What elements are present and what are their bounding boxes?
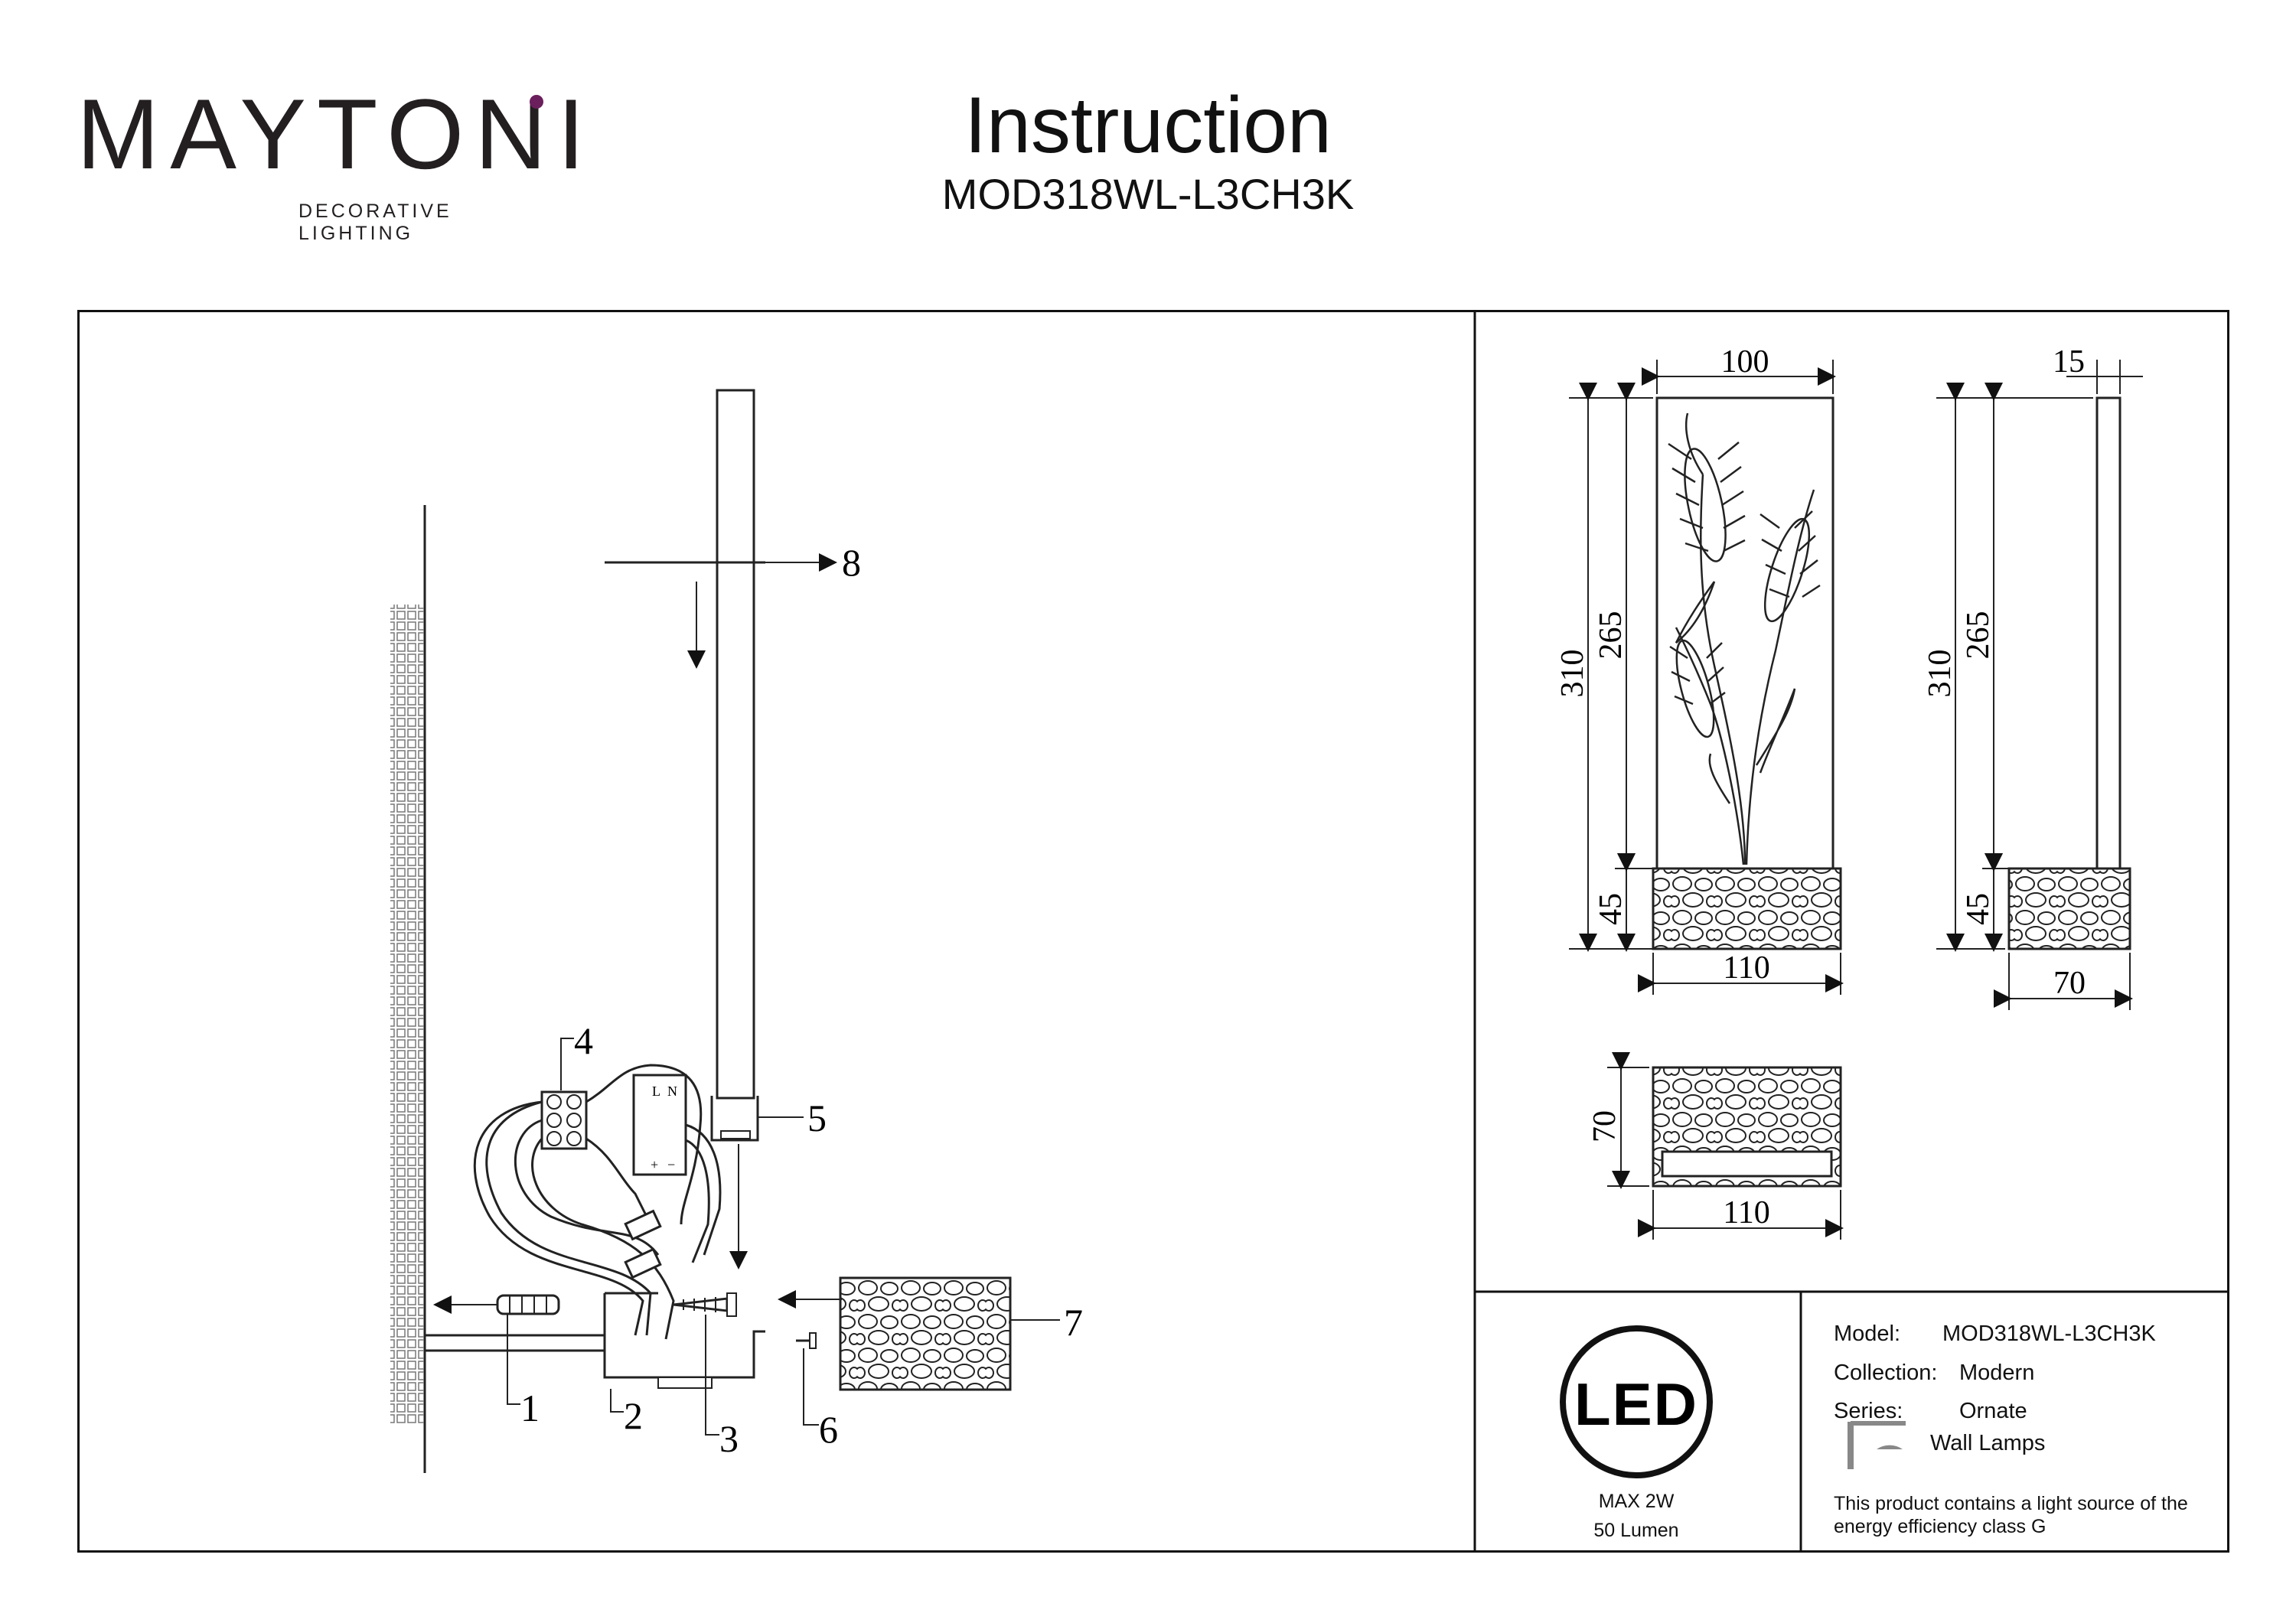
callout-8: 8: [842, 541, 861, 584]
screw: [673, 1292, 737, 1317]
top-view-drawing: 70 110: [1587, 1052, 1844, 1240]
wall-lamp-icon: [1848, 1421, 1906, 1469]
front-dim-base-width: 110: [1723, 950, 1769, 986]
led-power: MAX 2W: [1598, 1491, 1675, 1512]
led-logo-text: LED: [1574, 1370, 1698, 1438]
wall-dowel: [433, 1294, 560, 1315]
series-label: Series:: [1834, 1399, 1903, 1423]
model-label: Model:: [1834, 1322, 1901, 1346]
led-badge: LED: [1560, 1325, 1713, 1478]
energy-note-line-1: This product contains a light source of …: [1834, 1493, 2188, 1514]
callout-5: 5: [807, 1097, 827, 1139]
brand-accent-dot: [530, 95, 543, 109]
svg-text:−: −: [667, 1157, 675, 1172]
callout-3: 3: [719, 1417, 739, 1460]
assembly-diagram: L N + −: [390, 389, 1083, 1473]
brand-logo: MAYTONI DECORATIVE LIGHTING: [77, 78, 596, 244]
front-dim-body-height: 265: [1593, 611, 1629, 660]
lamp-tube: [716, 389, 755, 1100]
svg-text:N: N: [667, 1084, 677, 1099]
side-dim-base-width: 70: [2053, 966, 2086, 1001]
series-value: Ornate: [1959, 1399, 2027, 1423]
page-title: Instruction: [964, 81, 1332, 170]
energy-note-line-2: energy efficiency class G: [1834, 1516, 2047, 1537]
side-dim-top-width: 15: [2053, 344, 2085, 380]
header-model-code: MOD318WL-L3CH3K: [941, 170, 1355, 218]
svg-text:+: +: [651, 1157, 658, 1172]
collection-value: Modern: [1959, 1361, 2035, 1385]
callout-2: 2: [624, 1394, 643, 1437]
side-dim-total-height: 310: [1923, 650, 1958, 698]
front-dim-top-width: 100: [1721, 344, 1769, 380]
top-dim-depth: 70: [1587, 1110, 1623, 1142]
wheat-ornament: [1668, 412, 1821, 865]
mounting-bracket: [603, 1293, 765, 1379]
small-screw: [796, 1332, 817, 1349]
side-dim-base-height: 45: [1961, 893, 1996, 925]
callout-6: 6: [819, 1408, 838, 1451]
front-dim-base-height: 45: [1593, 893, 1629, 925]
svg-text:L: L: [652, 1084, 660, 1099]
wall-brick-pattern: [390, 605, 424, 1423]
led-flux: 50 Lumen: [1593, 1520, 1679, 1541]
side-dim-body-height: 265: [1961, 611, 1996, 660]
callout-1: 1: [520, 1387, 540, 1429]
brand-tagline: DECORATIVE LIGHTING: [298, 200, 452, 244]
callout-4: 4: [574, 1019, 593, 1062]
front-view-drawing: 100 310 265 45 110: [1555, 344, 1844, 995]
model-value: MOD318WL-L3CH3K: [1942, 1322, 2156, 1346]
front-dim-total-height: 310: [1555, 650, 1590, 698]
driver-box: [632, 1074, 687, 1176]
collection-label: Collection:: [1834, 1361, 1938, 1385]
brand-name: MAYTONI: [77, 78, 596, 190]
top-dim-width: 110: [1723, 1195, 1769, 1230]
lamp-type-value: Wall Lamps: [1930, 1431, 2046, 1455]
instruction-frame: [77, 310, 2229, 1553]
terminal-block: [540, 1090, 588, 1150]
callout-7: 7: [1064, 1301, 1083, 1344]
side-view-drawing: 15 310 265 45 70: [1923, 344, 2143, 1010]
stone-base-part: [839, 1276, 1012, 1391]
